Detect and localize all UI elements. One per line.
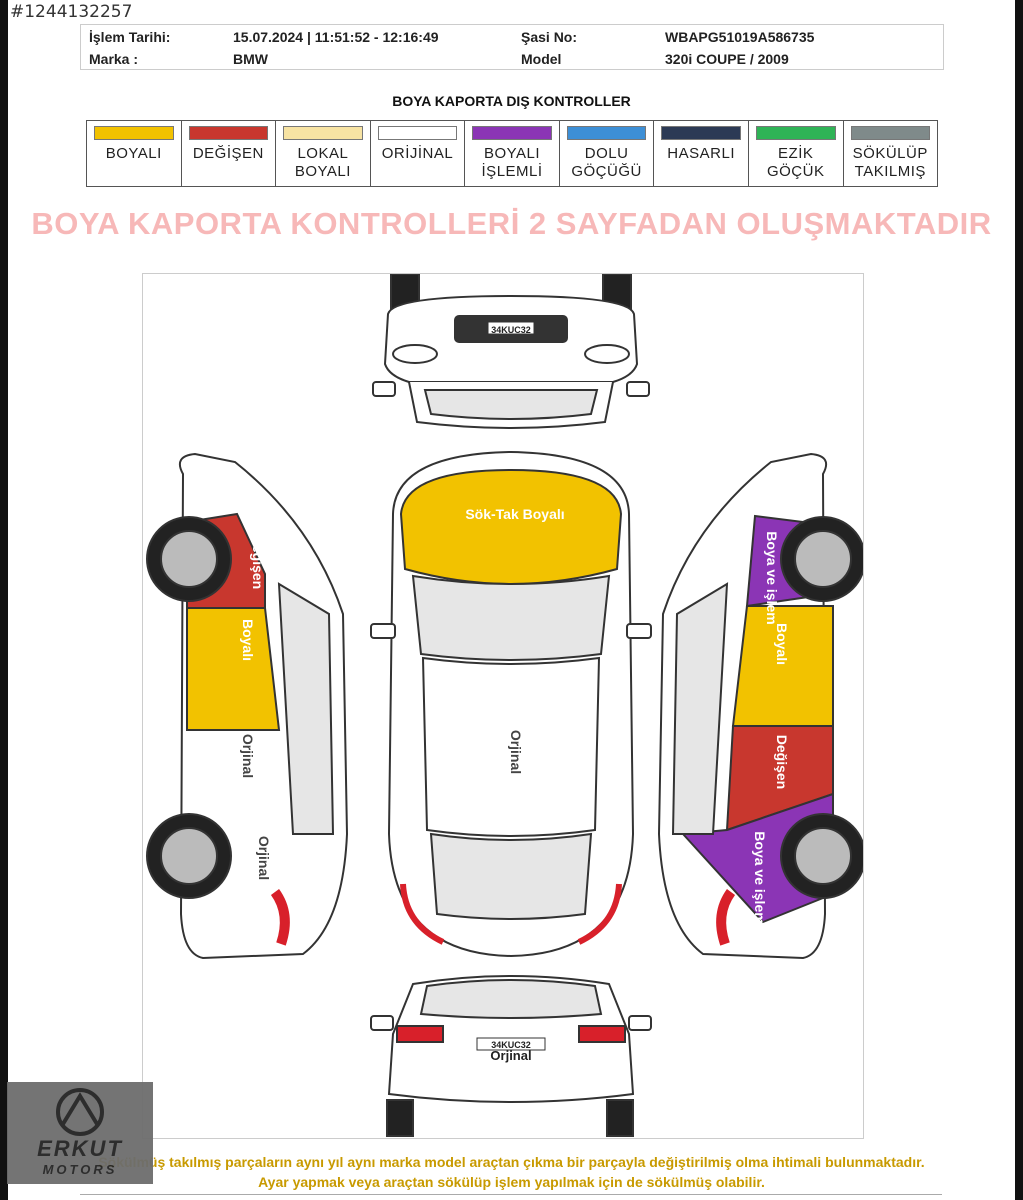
right-windows xyxy=(671,582,729,835)
rear-right-mirror xyxy=(628,1015,652,1031)
rear-plate-box xyxy=(476,1037,546,1051)
footer-rule xyxy=(80,1194,942,1195)
legend-label: BOYALI xyxy=(105,145,162,162)
right-rear-rim xyxy=(794,827,852,885)
left-windows xyxy=(277,582,335,835)
right-rear-fender-label: Boya ve işlem xyxy=(752,831,768,924)
legend-swatch xyxy=(94,126,174,140)
left-tail-light-top xyxy=(400,883,445,945)
rear-window xyxy=(419,979,603,1019)
model-value: 320i COUPE / 2009 xyxy=(665,51,789,67)
footer-note-1: Sökülmüş takılmış parçaların aynı yıl ay… xyxy=(98,1154,925,1170)
rear-left-light xyxy=(396,1025,444,1043)
legend-swatch xyxy=(755,126,836,140)
front-plate-text: 34KUC32 xyxy=(491,325,531,335)
rear-view xyxy=(370,975,652,1137)
legend-item: DEĞİŞEN xyxy=(182,121,277,186)
rear-left-tire xyxy=(386,1099,414,1137)
legend-item: SÖKÜLÜP TAKILMIŞ xyxy=(844,121,938,186)
right-tail-light-side xyxy=(716,889,736,946)
date-value: 15.07.2024 | 11:51:52 - 12:16:49 xyxy=(233,29,439,45)
roof-label: Orjinal xyxy=(508,730,524,774)
left-front-fender-label: Değişen xyxy=(250,535,266,589)
legend-label: HASARLI xyxy=(667,145,735,162)
logo-name: ERKUT xyxy=(37,1136,123,1161)
right-rear-door-label: Değişen xyxy=(774,735,790,789)
color-legend: BOYALI DEĞİŞEN LOKAL BOYALI ORİJİNAL BOYALI … xyxy=(86,120,938,187)
legend-swatch xyxy=(850,126,931,140)
roof-panel xyxy=(421,656,601,837)
top-windshield xyxy=(411,574,611,661)
right-front-rim xyxy=(794,530,852,588)
right-tail-light-top xyxy=(577,883,622,945)
legend-label: DEĞİŞEN xyxy=(192,145,264,162)
legend-swatch xyxy=(377,126,458,140)
left-tail-light-side xyxy=(270,889,290,946)
rear-right-tire xyxy=(606,1099,634,1137)
legend-swatch xyxy=(283,126,363,140)
legend-swatch xyxy=(188,126,269,140)
left-rear-door-label: Orjinal xyxy=(240,734,256,778)
top-view xyxy=(370,450,652,958)
brand-label: Marka : xyxy=(89,51,139,67)
top-left-mirror xyxy=(370,623,396,639)
right-side-view xyxy=(657,452,863,960)
legend-swatch xyxy=(661,126,741,140)
left-front-door-label: Boyalı xyxy=(240,619,256,661)
front-left-mirror xyxy=(372,381,396,397)
legend-item: HASARLI xyxy=(654,121,749,186)
car-diagram-frame: Sök-Tak Boyalı Orjinal Değişen Boyalı Or… xyxy=(142,273,864,1139)
legend-label: DOLU GÖÇÜĞÜ xyxy=(571,145,642,180)
hood-label: Sök-Tak Boyalı xyxy=(465,506,564,522)
top-right-mirror xyxy=(626,623,652,639)
vehicle-info-box: İşlem Tarihi: 15.07.2024 | 11:51:52 - 12… xyxy=(80,24,944,70)
legend-item: LOKAL BOYALI xyxy=(276,121,371,186)
legend-item: EZİK GÖÇÜK xyxy=(749,121,844,186)
rear-left-mirror xyxy=(370,1015,394,1031)
chassis-value: WBAPG51019A586735 xyxy=(665,29,815,45)
legend-label: LOKAL BOYALI xyxy=(294,145,351,180)
front-view xyxy=(372,274,650,429)
top-rear-window xyxy=(429,832,593,920)
date-label: İşlem Tarihi: xyxy=(89,29,171,45)
front-left-light xyxy=(392,344,438,364)
legend-swatch xyxy=(472,126,552,140)
listing-id: #1244132257 xyxy=(10,2,133,22)
two-page-banner: BOYA KAPORTA KONTROLLERİ 2 SAYFADAN OLUŞ… xyxy=(31,206,992,241)
chassis-label: Şasi No: xyxy=(521,29,578,45)
front-plate-box xyxy=(487,321,535,335)
legend-item: ORİJİNAL xyxy=(371,121,466,186)
car-damage-diagram: Sök-Tak Boyalı Orjinal Değişen Boyalı Or… xyxy=(146,274,863,1137)
left-front-door-panel xyxy=(186,607,281,731)
left-rear-fender-label: Orjinal xyxy=(256,836,272,880)
front-right-mirror xyxy=(626,381,650,397)
footer-note-2: Ayar yapmak veya araçtan sökülüp işlem y… xyxy=(258,1174,765,1190)
left-rear-rim xyxy=(160,827,218,885)
legend-label: ORİJİNAL xyxy=(381,145,454,162)
erkut-motors-logo: ERKUT MOTORS xyxy=(7,1082,153,1184)
hood-panel xyxy=(399,468,623,586)
brand-value: BMW xyxy=(233,51,268,67)
right-front-door-label: Boyalı xyxy=(774,623,790,665)
logo-sub: MOTORS xyxy=(42,1162,118,1177)
model-label: Model xyxy=(521,51,562,67)
section-title: BOYA KAPORTA DIŞ KONTROLLER xyxy=(392,93,631,109)
legend-item: BOYALI xyxy=(87,121,182,186)
trunk-label: Orjinal xyxy=(490,1048,531,1063)
logo-mark-icon xyxy=(56,1088,104,1136)
legend-item: DOLU GÖÇÜĞÜ xyxy=(560,121,655,186)
legend-item: BOYALI İŞLEMLİ xyxy=(465,121,560,186)
front-windshield xyxy=(423,389,599,420)
legend-label: BOYALI İŞLEMLİ xyxy=(481,145,543,180)
rear-plate-text: 34KUC32 xyxy=(491,1040,531,1050)
legend-swatch xyxy=(566,126,647,140)
left-front-rim xyxy=(160,530,218,588)
left-side-view xyxy=(146,452,349,960)
front-right-light xyxy=(584,344,630,364)
legend-label: SÖKÜLÜP TAKILMIŞ xyxy=(852,145,928,180)
right-front-fender-label: Boya ve işlem xyxy=(764,531,780,624)
legend-label: EZİK GÖÇÜK xyxy=(766,145,825,180)
expertise-report-page: İşlem Tarihi: 15.07.2024 | 11:51:52 - 12… xyxy=(8,0,1015,1200)
rear-right-light xyxy=(578,1025,626,1043)
